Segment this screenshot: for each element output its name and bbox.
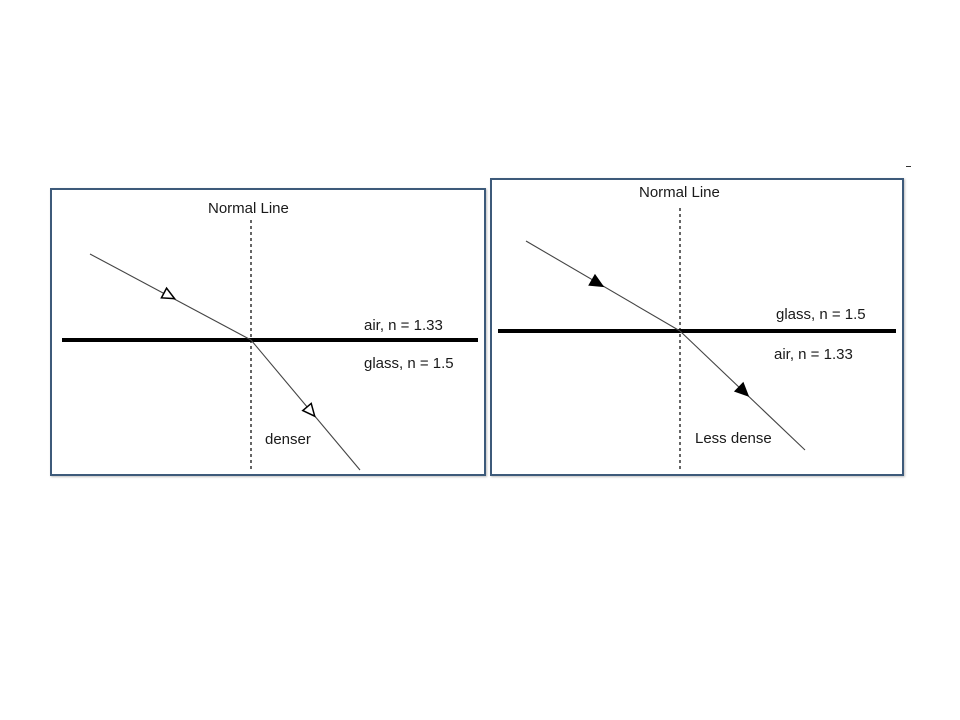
upper-medium-label: glass, n = 1.5 — [776, 306, 866, 323]
refracted-arrow-icon — [733, 381, 750, 397]
upper-medium-label: air, n = 1.33 — [364, 317, 443, 334]
diagram-panel-glass-to-air: Normal Line glass, n = 1.5 air, n = 1.33… — [490, 178, 904, 476]
diagram-panel-air-to-glass: Normal Line air, n = 1.33 glass, n = 1.5… — [50, 188, 486, 476]
refracted-arrow-icon — [301, 402, 316, 418]
refracted-medium-label: denser — [265, 431, 311, 448]
lower-medium-label: air, n = 1.33 — [774, 346, 853, 363]
lower-medium-label: glass, n = 1.5 — [364, 355, 454, 372]
refracted-ray — [250, 339, 361, 471]
normal-line-label: Normal Line — [639, 184, 720, 201]
incident-arrow-icon — [588, 273, 605, 288]
normal-line-label: Normal Line — [208, 200, 289, 217]
refraction-diagram-right — [498, 208, 896, 472]
corner-mark — [906, 166, 911, 167]
refraction-diagram-left — [62, 220, 478, 472]
incident-arrow-icon — [160, 286, 177, 300]
refracted-medium-label: Less dense — [695, 430, 772, 447]
